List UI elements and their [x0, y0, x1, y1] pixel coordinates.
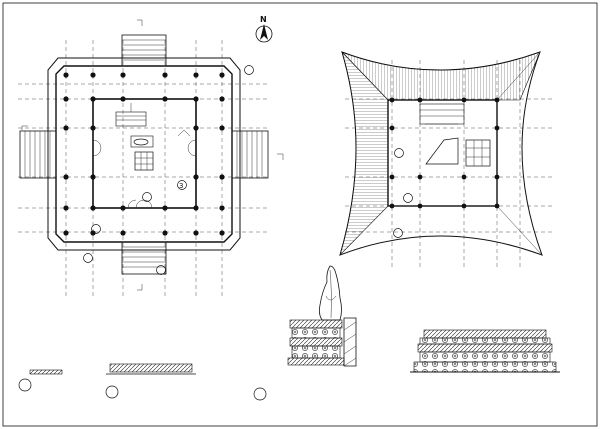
base-elevation	[410, 329, 560, 373]
grid-marker-icon	[18, 378, 267, 401]
statue-elevation	[287, 265, 357, 367]
upper-columns	[389, 97, 500, 209]
columns	[63, 72, 225, 236]
roof-eave-top	[341, 51, 541, 101]
section-marks	[21, 19, 284, 291]
grid-marker-label: 3	[179, 182, 183, 190]
grid-marker-icon	[393, 148, 413, 238]
doors	[92, 129, 197, 209]
stone-slab-icon	[29, 363, 196, 375]
ground-floor-plan: 3	[18, 19, 284, 298]
north-arrow-icon: N	[255, 15, 273, 43]
north-stairs	[121, 34, 167, 67]
upper-window-grid	[465, 139, 491, 167]
stair-void	[425, 137, 459, 165]
platform-outline	[47, 57, 241, 251]
grid-marker-icon	[83, 65, 254, 275]
upper-floor-walls	[387, 99, 498, 207]
roof-eave-left	[339, 51, 389, 256]
west-stairs	[19, 130, 57, 179]
south-stairs	[121, 241, 167, 275]
pedestal-cap	[289, 319, 343, 329]
upper-stair	[419, 103, 465, 125]
east-stairs	[231, 130, 269, 179]
interior-stair	[115, 103, 147, 127]
carved-plinth-icon	[419, 351, 551, 363]
roof-plan	[339, 51, 555, 270]
altar	[130, 135, 154, 171]
carved-plinth-icon	[291, 327, 341, 339]
north-label: N	[260, 15, 267, 24]
hall-walls	[92, 98, 197, 209]
terrace-edge	[55, 65, 233, 243]
